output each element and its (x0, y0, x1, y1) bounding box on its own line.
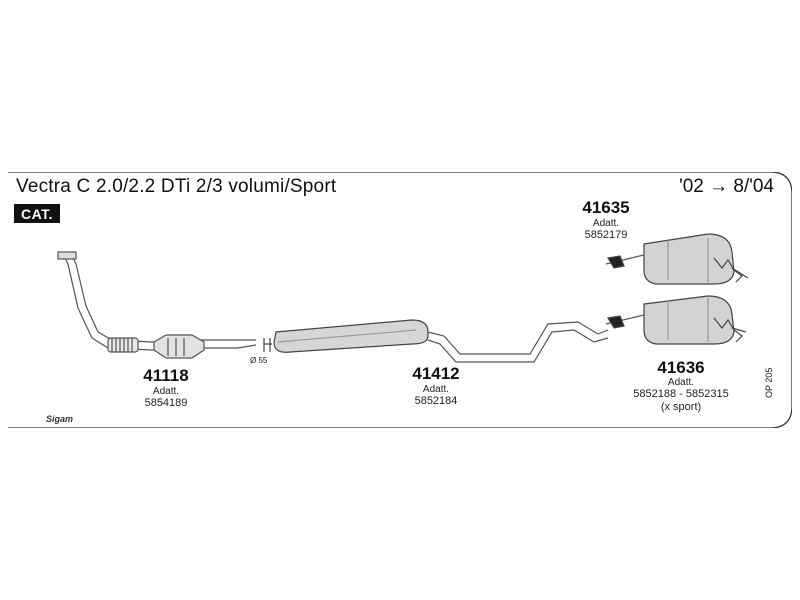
part-oe-41118: 5854189 (144, 397, 188, 409)
part-oe-41635: 5852179 (584, 229, 628, 241)
cat-badge: CAT. (14, 204, 61, 223)
brand-logo: Sigam (46, 414, 74, 424)
part-oe-41412: 5852184 (414, 395, 458, 407)
part-adatt-41118: Adatt. (152, 386, 180, 397)
part-code-41412: 41412 (412, 364, 460, 383)
part-adatt-41636: Adatt. (667, 377, 695, 388)
middle-silencer-41412 (263, 319, 609, 363)
part-oe-41636: 5852188 - 5852315 (633, 388, 729, 400)
part-code-41635: 41635 (582, 198, 630, 217)
part-code-41118: 41118 (143, 366, 189, 385)
diameter-label: Ø 55 (250, 356, 268, 365)
rear-silencer-41636 (605, 295, 747, 345)
front-pipe-41118 (57, 251, 257, 359)
diagram-panel (8, 172, 792, 428)
part-note-41636: (x sport) (660, 401, 702, 413)
date-range: '02 → 8/'04 (679, 176, 774, 197)
part-adatt-41635: Adatt. (592, 218, 620, 229)
part-adatt-41412: Adatt. (422, 384, 450, 395)
page-reference: OP 205 (764, 367, 774, 398)
part-code-41636: 41636 (657, 358, 705, 377)
rear-silencer-41635 (605, 233, 749, 285)
panel-frame (8, 172, 792, 428)
diagram-title: Vectra C 2.0/2.2 DTi 2/3 volumi/Sport (16, 176, 337, 197)
exhaust-diagram (8, 172, 792, 428)
